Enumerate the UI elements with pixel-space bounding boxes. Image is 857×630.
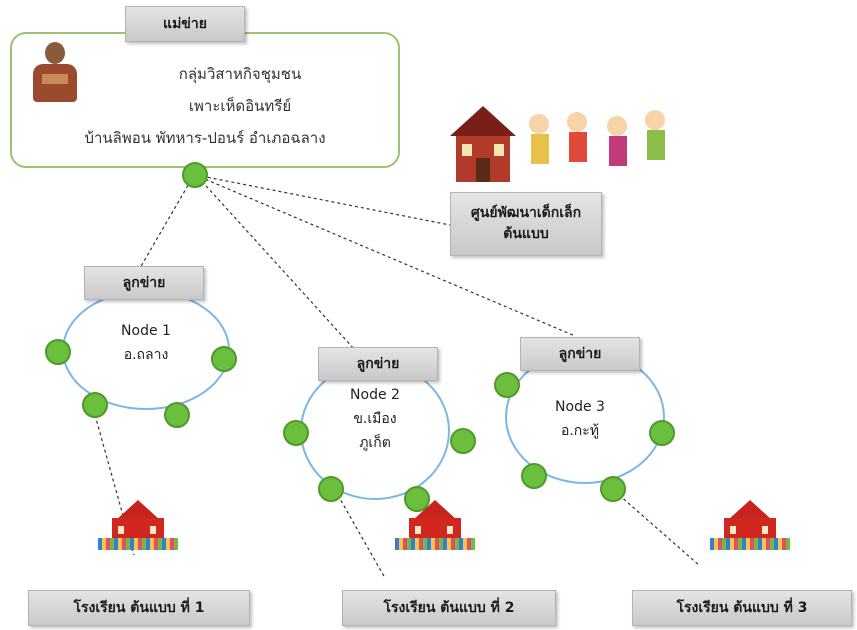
node1-district: อ.ถลาง bbox=[123, 346, 169, 363]
node2-text: Node 2 ข.เมือง ภูเก็ต bbox=[315, 384, 435, 455]
node3-name: Node 3 bbox=[555, 399, 605, 415]
school-icon-1 bbox=[98, 500, 178, 554]
node2-point-bottom-left bbox=[318, 476, 344, 502]
node1-name: Node 1 bbox=[121, 323, 171, 339]
network-ring-3 bbox=[505, 350, 665, 484]
node3-district: อ.กะทู้ bbox=[560, 422, 600, 439]
school-icon-2 bbox=[395, 500, 475, 554]
node2-district: ข.เมือง bbox=[353, 410, 397, 427]
childcare-tag: ศูนย์พัฒนาเด็กเล็ก ต้นแบบ bbox=[450, 192, 602, 256]
childcare-line-2: ต้นแบบ bbox=[503, 226, 549, 242]
school-label-2: โรงเรียน ต้นแบบ ที่ 2 bbox=[342, 590, 556, 626]
mother-tag: แม่ข่าย bbox=[125, 6, 245, 42]
link-node2-school2 bbox=[334, 489, 386, 579]
node3-point-bottom-right bbox=[600, 476, 626, 502]
children-icon bbox=[525, 108, 675, 180]
mother-line-2: เพาะเห็ดอินทรีย์ bbox=[188, 97, 292, 115]
link-mother-node2 bbox=[197, 176, 356, 351]
link-node3-school3 bbox=[609, 486, 701, 567]
node2-province: ภูเก็ต bbox=[359, 434, 391, 451]
house-icon bbox=[448, 106, 518, 182]
node2-tag: ลูกข่าย bbox=[318, 347, 438, 381]
mother-node bbox=[182, 162, 208, 188]
childcare-line-1: ศูนย์พัฒนาเด็กเล็ก bbox=[470, 205, 582, 221]
school-icon-3 bbox=[710, 500, 790, 554]
node3-tag: ลูกข่าย bbox=[520, 337, 640, 371]
node1-point-left bbox=[45, 339, 71, 365]
node1-point-bottom-right bbox=[164, 402, 190, 428]
node3-point-right bbox=[649, 420, 675, 446]
node2-name: Node 2 bbox=[350, 387, 400, 403]
mother-line-3: บ้านลิพอน พัทหาร-ปอนร์ อำเภอฉลาง bbox=[84, 129, 326, 147]
node3-text: Node 3 อ.กะทู้ bbox=[520, 396, 640, 444]
node1-point-right bbox=[211, 346, 237, 372]
school-label-1: โรงเรียน ต้นแบบ ที่ 1 bbox=[28, 590, 250, 626]
node3-point-left bbox=[494, 372, 520, 398]
farmer-icon bbox=[30, 42, 80, 104]
node1-text: Node 1 อ.ถลาง bbox=[86, 320, 206, 368]
link-mother-node1 bbox=[139, 174, 195, 269]
node1-point-bottom-left bbox=[82, 392, 108, 418]
school-label-3: โรงเรียน ต้นแบบ ที่ 3 bbox=[632, 590, 852, 626]
node2-point-left bbox=[283, 420, 309, 446]
link-mother-childcare bbox=[195, 174, 451, 226]
node3-point-bottom-left bbox=[521, 463, 547, 489]
node1-tag: ลูกข่าย bbox=[84, 266, 204, 300]
node2-point-right bbox=[450, 428, 476, 454]
link-mother-node3 bbox=[199, 176, 576, 337]
mother-line-1: กลุ่มวิสาหกิจชุมชน bbox=[178, 65, 302, 83]
